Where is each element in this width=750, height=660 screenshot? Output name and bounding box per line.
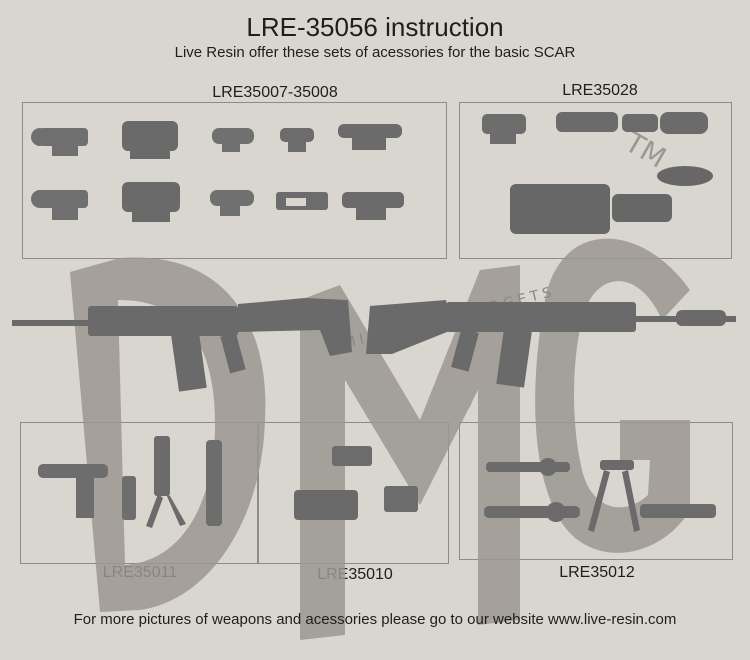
optic-acog-3 <box>342 192 404 220</box>
group-label-bipods: LRE35012 <box>559 564 635 581</box>
box-bipods <box>459 422 733 560</box>
rifle-right <box>366 300 736 388</box>
optic-acog-2 <box>31 190 88 220</box>
grip-long <box>206 440 222 526</box>
optic-magnifier-1 <box>212 128 254 152</box>
optic-acog-1 <box>31 128 88 156</box>
rifle-left <box>12 298 352 392</box>
optic-reddot-1 <box>280 128 314 152</box>
grip-short <box>122 476 136 520</box>
optic-thermal-large-b <box>510 166 713 234</box>
scope-bipod-set-2 <box>484 502 580 522</box>
box-optics-a <box>22 102 447 259</box>
laser-large <box>294 490 358 520</box>
optic-combo-b <box>556 112 708 134</box>
page-title: LRE-35056 instruction <box>246 12 504 42</box>
scope-bipod-set-1 <box>486 458 570 476</box>
footer-text: For more pictures of weapons and acessor… <box>73 611 677 628</box>
optic-magnifier-2 <box>210 190 254 216</box>
bipod-standing <box>588 460 640 532</box>
bipod-rail <box>640 504 716 518</box>
optic-thermal-1 <box>122 121 178 159</box>
optic-thermal-2 <box>122 182 180 222</box>
group-label-optics-a: LRE35007-35008 <box>212 84 338 101</box>
laser-small <box>332 446 372 466</box>
optic-reddot-b <box>482 114 526 144</box>
group-label-optics-b: LRE35028 <box>562 82 638 99</box>
box-lasers <box>257 422 449 564</box>
optic-holo-2 <box>276 192 328 210</box>
grip-flashlight <box>38 464 108 518</box>
laser-compact <box>384 486 418 512</box>
page-subtitle: Live Resin offer these sets of acessorie… <box>174 44 576 61</box>
optic-scope-1 <box>338 124 402 150</box>
grip-bipod <box>146 436 186 528</box>
